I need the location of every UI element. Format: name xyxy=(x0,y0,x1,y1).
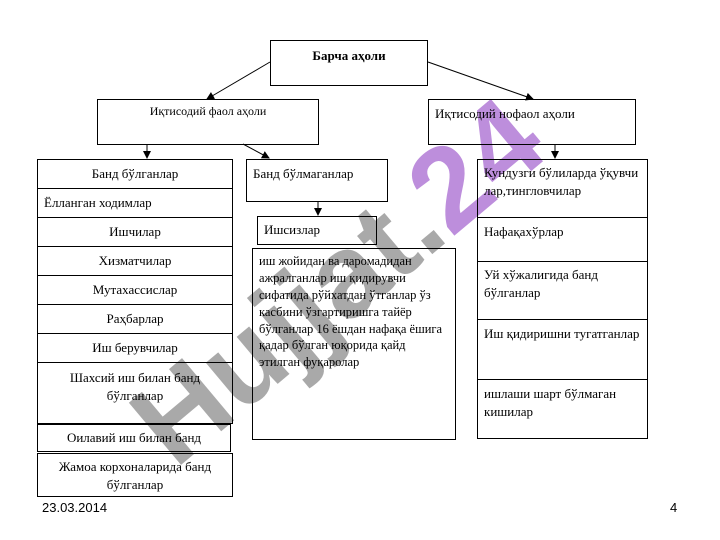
jobless-definition-text: иш жойидан ва даромадидан ажралганлар иш… xyxy=(259,254,443,370)
inactive-item-label: ишлаши шарт бўлмаган кишилар xyxy=(484,386,617,419)
root-node: Барча аҳоли xyxy=(270,40,428,86)
employed-item-label: Оилавий иш билан банд бўлганлар xyxy=(66,430,202,451)
inactive-item-household: Уй хўжалигида банд бўлганлар xyxy=(477,261,648,320)
employed-item-specialists: Мутахассислар xyxy=(37,275,233,305)
inactive-item-label: Нафақахўрлар xyxy=(484,224,564,239)
employed-header-label: Банд бўлганлар xyxy=(91,166,179,181)
arrow-active-to-unemployed xyxy=(242,143,270,159)
employed-item-label: Хизматчилар xyxy=(98,253,172,268)
employed-item-workers: Ишчилар xyxy=(37,217,233,247)
employed-item-managers: Раҳбарлар xyxy=(37,304,233,334)
employed-item-clerks: Хизматчилар xyxy=(37,246,233,276)
employed-item-label: Шахсий иш билан банд бўлганлар xyxy=(69,370,201,403)
inactive-item-label: Иш қидиришни тугатганлар xyxy=(484,326,640,341)
arrow-root-to-inactive xyxy=(427,61,534,101)
unemployed-header-label: Банд бўлмаганлар xyxy=(253,166,354,181)
employed-item-label: Мутахассислар xyxy=(92,282,178,297)
inactive-item-students: Кундузги бўлиларда ўқувчи лар,тингловчил… xyxy=(477,159,648,218)
employed-item-label: Иш берувчилар xyxy=(92,340,178,355)
unemployed-header: Банд бўлмаганлар xyxy=(246,159,388,202)
root-node-label: Барча аҳоли xyxy=(312,48,386,63)
inactive-item-stopped-search: Иш қидиришни тугатганлар xyxy=(477,319,648,380)
employed-item-hired: Ёлланган ходимлар xyxy=(37,188,233,218)
slide-number: 4 xyxy=(670,500,678,515)
inactive-item-pensioners: Нафақахўрлар xyxy=(477,217,648,262)
slide-date: 23.03.2014 xyxy=(42,500,108,515)
inactive-population-node: Иқтисодий нофаол аҳоли xyxy=(428,99,636,145)
inactive-population-label: Иқтисодий нофаол аҳоли xyxy=(435,106,575,121)
employed-header: Банд бўлганлар xyxy=(37,159,233,189)
employed-item-collective: Жамоа корхоналарида банд бўлганлар xyxy=(37,453,233,497)
employed-item-self-employed: Шахсий иш билан банд бўлганлар xyxy=(37,362,233,424)
inactive-item-not-required: ишлаши шарт бўлмаган кишилар xyxy=(477,379,648,439)
employed-item-label: Раҳбарлар xyxy=(106,311,164,326)
employed-item-label: Ишчилар xyxy=(109,224,161,239)
employed-item-family-business: Оилавий иш билан банд бўлганлар xyxy=(37,424,231,452)
inactive-item-label: Кундузги бўлиларда ўқувчи лар,тингловчил… xyxy=(484,165,639,198)
jobless-label: Ишсизлар xyxy=(264,222,321,237)
employed-item-employers: Иш берувчилар xyxy=(37,333,233,363)
employed-item-label: Жамоа корхоналарида банд бўлганлар xyxy=(58,459,212,492)
jobless-node: Ишсизлар xyxy=(257,216,377,245)
active-population-label: Иқтисодий фаол аҳоли xyxy=(149,104,267,118)
jobless-definition: иш жойидан ва даромадидан ажралганлар иш… xyxy=(252,248,456,440)
inactive-item-label: Уй хўжалигида банд бўлганлар xyxy=(484,267,598,300)
active-population-node: Иқтисодий фаол аҳоли xyxy=(97,99,319,145)
arrow-root-to-active xyxy=(206,61,271,100)
employed-item-label: Ёлланган ходимлар xyxy=(44,195,152,210)
